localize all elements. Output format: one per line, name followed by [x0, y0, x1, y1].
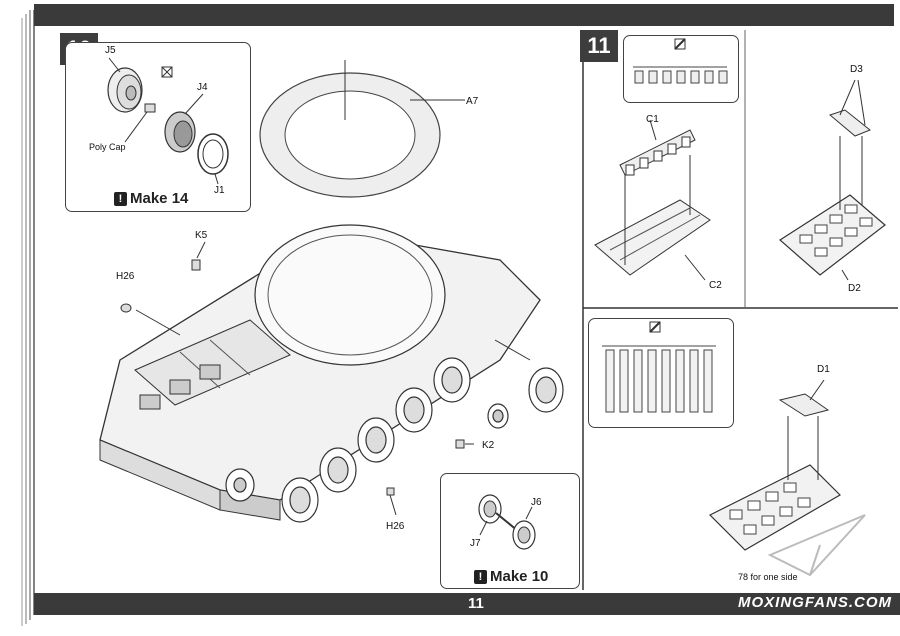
- sprue-c-drawing: [633, 38, 728, 84]
- make-14-label: !Make 14: [114, 190, 188, 207]
- sprue-reference-box: [623, 35, 739, 103]
- label-D1: D1: [817, 364, 830, 375]
- label-D2: D2: [848, 283, 861, 294]
- label-C1: C1: [646, 114, 659, 125]
- label-H26-top: H26: [116, 271, 135, 282]
- idler-assembly-drawing: [478, 494, 536, 550]
- exclamation-icon: !: [114, 191, 127, 206]
- label-poly-cap: Poly Cap: [89, 142, 126, 152]
- make-10-label: !Make 10: [474, 568, 548, 585]
- label-H26-bottom: H26: [386, 521, 405, 532]
- label-A7: A7: [466, 96, 479, 107]
- label-C2: C2: [709, 280, 722, 291]
- step-11-badge: 11: [580, 30, 618, 62]
- wheel-assembly-drawing: [107, 57, 229, 185]
- label-D3: D3: [850, 64, 863, 75]
- footer-bar: [34, 593, 900, 615]
- label-K5: K5: [195, 230, 208, 241]
- track-run-drawing: [708, 380, 866, 577]
- inset-idler-assembly: [440, 473, 580, 589]
- watermark-brand: MOXINGFANS.COM: [738, 594, 893, 611]
- track-link-c-drawing: [594, 119, 711, 281]
- label-K2: K2: [482, 440, 495, 451]
- sprue-d-drawing: [602, 321, 716, 413]
- exclamation-icon: !: [474, 569, 487, 584]
- label-J1: J1: [214, 185, 225, 196]
- label-J5: J5: [105, 45, 116, 56]
- hull-assembly-drawing: [99, 60, 564, 523]
- track-link-d-drawing: [779, 79, 886, 281]
- label-J6: J6: [531, 497, 542, 508]
- label-J7: J7: [470, 538, 481, 549]
- label-J4: J4: [197, 82, 208, 93]
- inset-wheel-assembly: [65, 42, 251, 212]
- note-78-for-one-side: 78 for one side: [738, 572, 798, 582]
- page-number: 11: [468, 595, 484, 612]
